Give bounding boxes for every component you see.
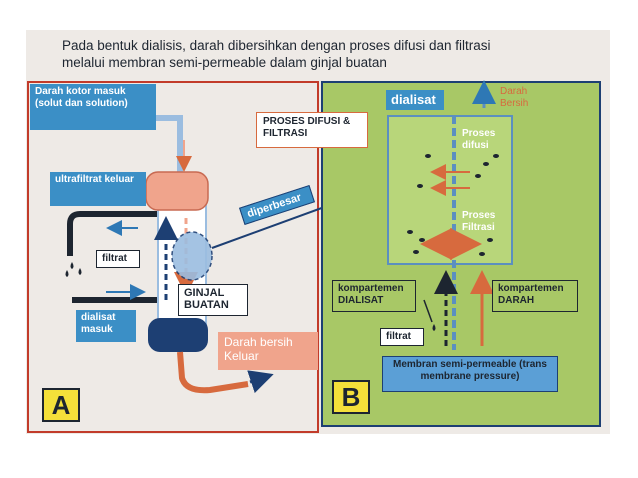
label-membran-semi-permeable: Membran semi-permeable (trans membrane p… <box>382 356 558 392</box>
label-ginjal-buatan: GINJAL BUATAN <box>178 284 248 316</box>
particle <box>493 154 499 158</box>
particle <box>479 252 485 256</box>
particle <box>475 174 481 178</box>
label-filtrat-a: filtrat <box>96 250 140 268</box>
label-dialisat: dialisat <box>386 90 444 110</box>
kidney-bottom-cap <box>148 318 208 352</box>
filtrate-drip-line <box>423 299 433 323</box>
filtrate-drop-3 <box>65 270 69 277</box>
filtrate-drop-b <box>432 324 436 331</box>
label-darah-bersih-b: Darah Bersih <box>500 86 529 109</box>
outlet-arrow <box>247 370 274 394</box>
particle <box>425 154 431 158</box>
panel-letter-b: B <box>332 380 370 414</box>
label-proses-difusi: Proses difusi <box>462 128 496 151</box>
title-line-1: Pada bentuk dialisis, darah dibersihkan … <box>62 38 491 53</box>
label-proses-filtrasi: Proses Filtrasi <box>462 210 496 233</box>
label-dialisat-masuk: dialisat masuk <box>76 310 136 342</box>
title-line-2: melalui membran semi-permeable dalam gin… <box>62 55 387 70</box>
filtrate-drop-2 <box>78 268 82 275</box>
magnify-region <box>171 231 213 281</box>
filtrate-drop-1 <box>70 262 74 269</box>
particle <box>419 238 425 242</box>
label-darah-kotor-masuk: Darah kotor masuk (solut dan solution) <box>30 84 156 130</box>
kidney-top-cap <box>145 171 209 211</box>
panel-a-frame <box>27 81 319 433</box>
ultrafiltrate-tube <box>67 211 160 256</box>
label-kompartemen-darah: kompartemen DARAH <box>492 280 578 312</box>
particle <box>483 162 489 166</box>
particle <box>417 184 423 188</box>
label-proses-difusi-filtrasi: PROSES DIFUSI & FILTRASI <box>256 112 368 148</box>
particle <box>407 230 413 234</box>
label-kompartemen-dialisat: kompartemen DIALISAT <box>332 280 416 312</box>
label-ultrafiltrat-keluar: ultrafiltrat keluar <box>50 172 146 206</box>
particle <box>487 238 493 242</box>
label-filtrat-b: filtrat <box>380 328 424 346</box>
panel-letter-a: A <box>42 388 80 422</box>
particle <box>413 250 419 254</box>
label-darah-bersih-keluar: Darah bersih Keluar <box>218 332 318 370</box>
outlet-tube <box>177 351 249 394</box>
